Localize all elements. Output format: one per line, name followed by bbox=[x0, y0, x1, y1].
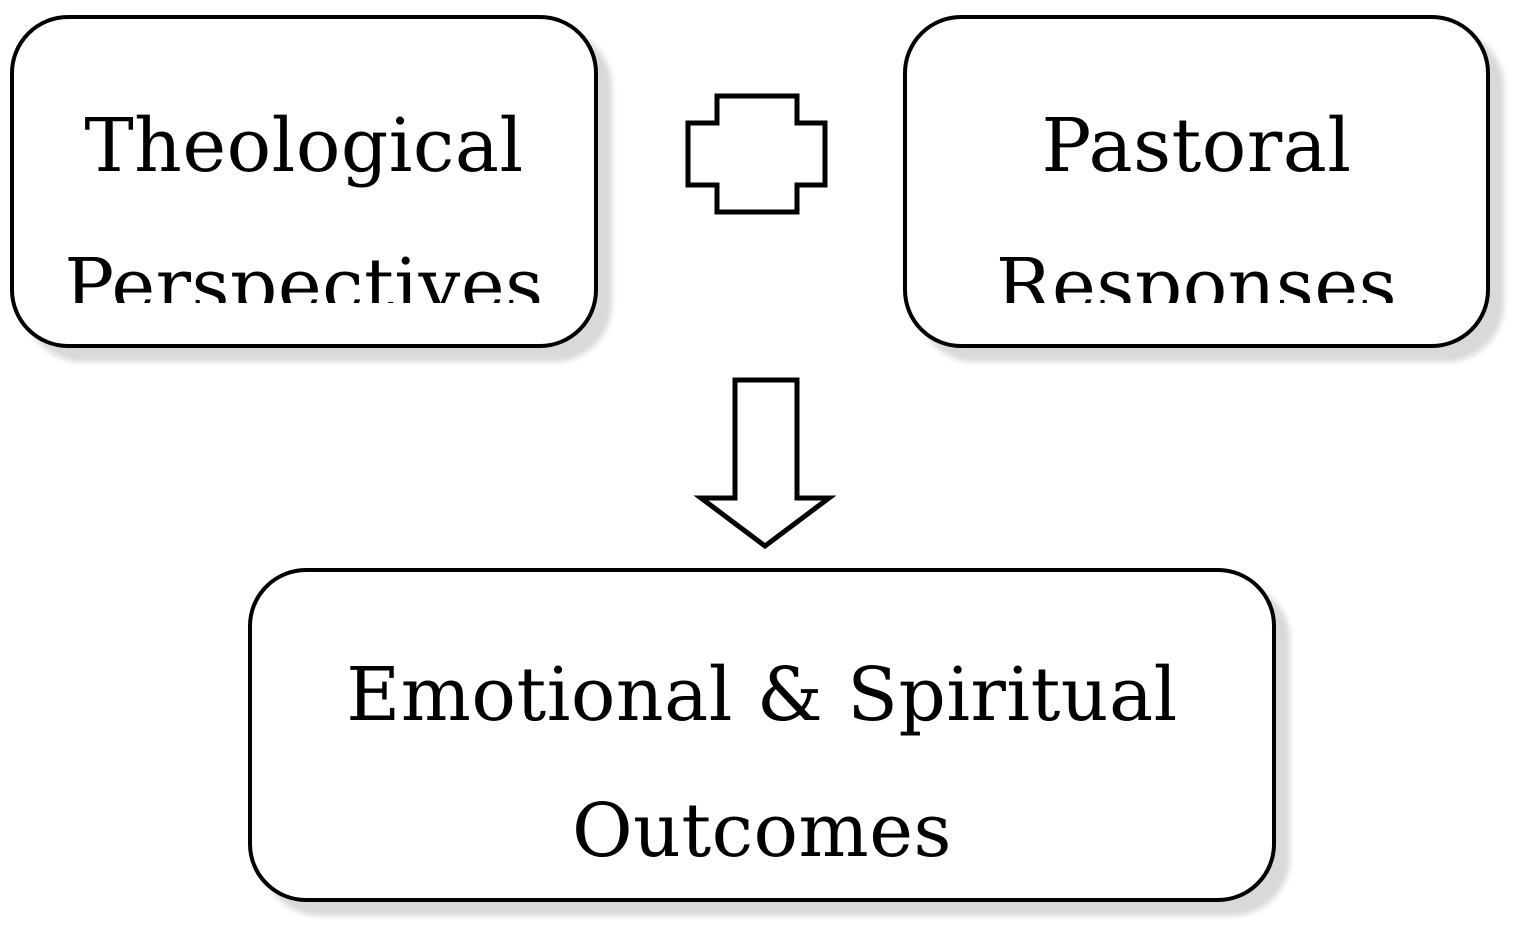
emotional-spiritual-outcomes-line2: Outcomes bbox=[572, 788, 952, 874]
theological-perspectives-line1: Theological bbox=[84, 103, 524, 189]
plus-icon bbox=[685, 93, 828, 215]
theological-perspectives-line2-clip: Perspectives bbox=[14, 241, 594, 303]
emotional-spiritual-outcomes-box: Emotional & Spiritual Outcomes bbox=[248, 568, 1276, 902]
theological-perspectives-box: Theological Perspectives bbox=[10, 15, 598, 348]
down-arrow-icon bbox=[693, 377, 837, 550]
emotional-spiritual-outcomes-line1: Emotional & Spiritual bbox=[346, 652, 1178, 738]
pastoral-responses-box: Pastoral Responses bbox=[903, 15, 1490, 348]
pastoral-responses-line1: Pastoral bbox=[1041, 103, 1352, 189]
pastoral-responses-line2-clip: Responses bbox=[907, 241, 1486, 303]
pastoral-responses-line2: Responses bbox=[995, 243, 1398, 303]
theological-perspectives-line2: Perspectives bbox=[64, 243, 544, 303]
